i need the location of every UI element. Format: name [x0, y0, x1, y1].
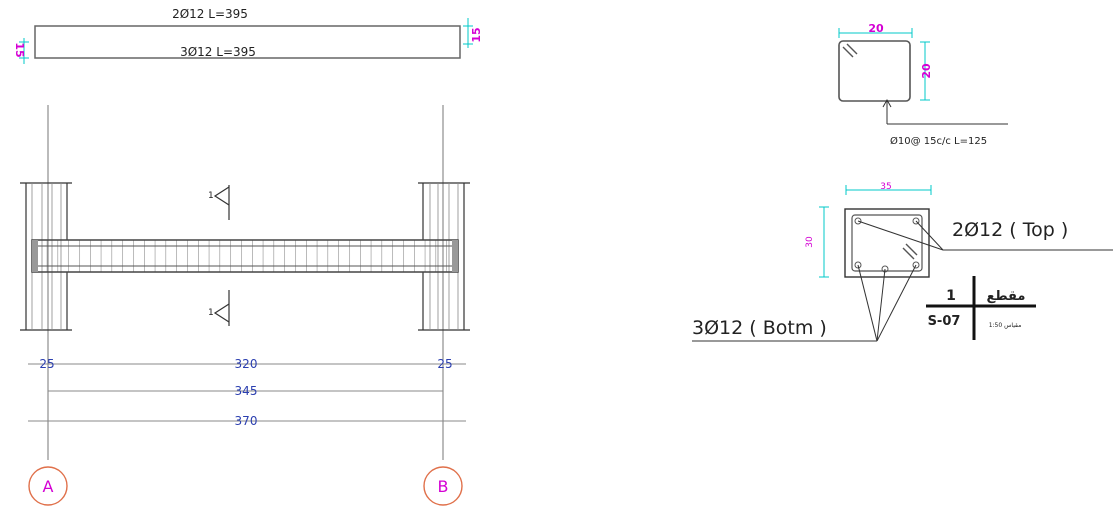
svg-text:1: 1	[208, 308, 214, 318]
dimension-row-2: 345	[48, 384, 443, 398]
grid-bubble-b: B	[423, 466, 463, 506]
section-stirrup	[851, 214, 923, 272]
stirrup-label: Ø10@ 15c/c L=125	[890, 135, 987, 147]
section-title: 1 S-07 مقطع 1:50 مقياس	[926, 276, 1036, 340]
bottom-bar-1	[854, 261, 862, 269]
bar-schedule: 2Ø12 L=395 3Ø12 L=395 15 15	[13, 7, 483, 64]
bottom-bar-label: 3Ø12 L=395	[180, 45, 256, 59]
dim-support-right: 25	[437, 357, 452, 371]
dimension-row-1: 25 320 25	[28, 357, 466, 371]
stirrup-shape	[838, 40, 911, 102]
section-title-ar: مقطع	[987, 289, 1026, 304]
beam-body	[31, 239, 459, 273]
bar-shape	[34, 25, 461, 59]
section-cut-top: 1	[208, 185, 230, 220]
grid-bubble-a: A	[28, 466, 68, 506]
section-scale: 1:50 مقياس	[989, 322, 1022, 329]
stirrup-height-label: 20	[920, 63, 933, 79]
svg-text:A: A	[43, 477, 54, 496]
section-width-label: 35	[880, 182, 891, 192]
beam-section: 35 30 2Ø12 ( Top ) 3Ø12 ( Botm )	[692, 182, 1113, 342]
dim-clear-span: 320	[235, 357, 258, 371]
top-bars-label: 2Ø12 ( Top )	[952, 219, 1068, 241]
height-right-label: 15	[470, 27, 483, 42]
section-sheet: S-07	[928, 314, 961, 329]
top-bar-label: 2Ø12 L=395	[172, 7, 248, 21]
top-bar-1	[854, 217, 862, 225]
beam-elevation: 1 1 25 320 25 345 370 A	[20, 105, 470, 506]
svg-text:1: 1	[208, 191, 214, 201]
stirrup-width-label: 20	[868, 22, 884, 35]
bottom-bar-3	[912, 261, 920, 269]
svg-text:B: B	[438, 477, 449, 496]
dim-support-left: 25	[39, 357, 54, 371]
section-cut-bottom: 1	[208, 290, 230, 326]
bottom-bars-leader	[857, 264, 878, 342]
dimension-row-3: 370	[28, 414, 466, 428]
section-outline	[844, 208, 930, 278]
height-left-label: 15	[13, 42, 26, 57]
top-bar-2	[912, 217, 920, 225]
column-left	[20, 182, 72, 331]
stirrup-detail: 20 20 Ø10@ 15c/c L=125	[838, 22, 1008, 147]
dim-overall: 370	[235, 414, 258, 428]
dim-center-span: 345	[235, 384, 258, 398]
section-height-label: 30	[805, 236, 815, 248]
bottom-bars-label: 3Ø12 ( Botm )	[692, 317, 827, 339]
top-bars-leader	[857, 220, 944, 251]
section-number: 1	[946, 288, 956, 304]
